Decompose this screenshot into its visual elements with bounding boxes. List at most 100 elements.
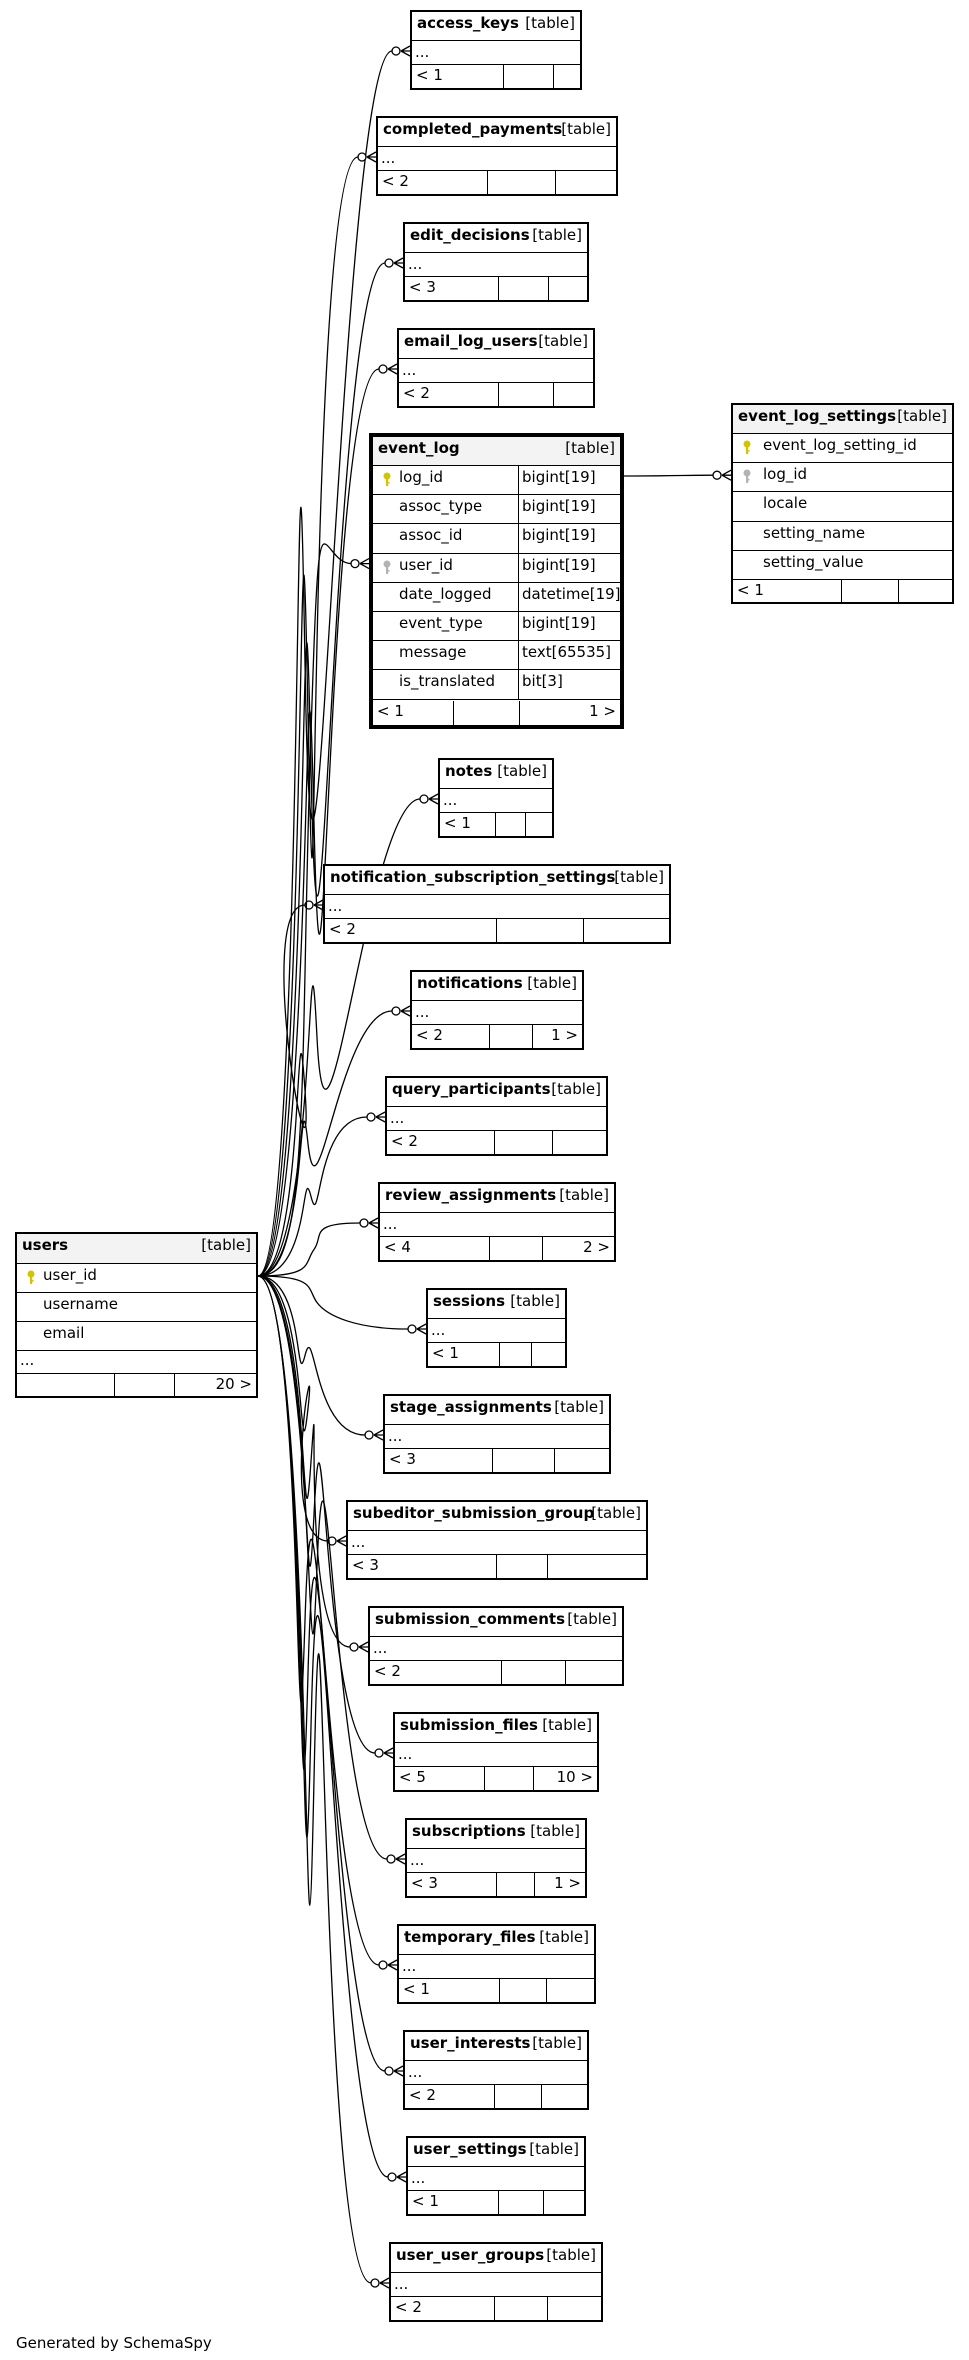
table-completed-payments[interactable]: completed_payments[table]...< 2 — [376, 116, 618, 196]
footer-divider — [553, 383, 554, 408]
more-columns-text: ... — [415, 43, 430, 61]
table-type-tag: [table] — [591, 1504, 641, 1522]
more-columns: ... — [405, 253, 587, 277]
column-name: user_id — [43, 1266, 97, 1284]
table-footer: < 2 1 > — [412, 1025, 582, 1050]
table-type-tag: [table] — [538, 332, 588, 350]
edge-users-to-access-keys — [257, 50, 393, 1277]
footer-divider — [554, 1449, 555, 1474]
table-access-keys[interactable]: access_keys[table]...< 1 — [410, 10, 582, 90]
footer-parent-count: < 2 — [416, 1026, 443, 1044]
column-datatype: bigint[19] — [522, 497, 596, 516]
crowfoot-notification-subscription-settings — [304, 899, 324, 911]
table-temporary-files[interactable]: temporary_files[table]...< 1 — [397, 1924, 596, 2004]
table-name: query_participants — [392, 1080, 551, 1098]
column-divider — [518, 524, 519, 553]
table-user-settings[interactable]: user_settings[table]...< 1 — [406, 2136, 586, 2216]
crowfoot-subscriptions — [386, 1853, 406, 1865]
column-datatype: text[65535] — [522, 643, 612, 662]
table-notifications[interactable]: notifications[table]... < 2 1 > — [410, 970, 584, 1050]
column-divider — [518, 495, 519, 524]
footer-divider — [496, 919, 497, 944]
more-columns-text: ... — [415, 1003, 430, 1021]
table-edit-decisions[interactable]: edit_decisions[table]...< 3 — [403, 222, 589, 302]
table-header: submission_files[table] — [395, 1714, 597, 1743]
column-divider — [518, 670, 519, 699]
footer-parent-count: < 1 — [416, 66, 443, 84]
footer-divider — [552, 1131, 553, 1156]
footer-divider — [496, 1555, 497, 1580]
table-user-user-groups[interactable]: user_user_groups[table]...< 2 — [389, 2242, 603, 2322]
table-sessions[interactable]: sessions[table]...< 1 — [426, 1288, 567, 1368]
footer-divider — [489, 1237, 490, 1262]
table-name: notifications — [417, 974, 523, 992]
table-name: temporary_files — [404, 1928, 536, 1946]
more-columns-text: ... — [410, 1851, 425, 1869]
column-datatype: bigint[19] — [522, 526, 596, 545]
footer-divider — [494, 2297, 495, 2322]
more-columns-text: ... — [381, 149, 396, 167]
table-header: event_log[table] — [373, 437, 620, 466]
column-name: date_logged — [399, 584, 492, 603]
crowfoot-event-log-settings — [712, 469, 732, 481]
footer-parent-count: < 2 — [374, 1662, 401, 1680]
table-footer: < 1 — [733, 580, 952, 604]
table-type-tag: [table] — [529, 2140, 579, 2158]
column-divider — [518, 582, 519, 611]
column-name: is_translated — [399, 672, 496, 691]
table-footer: < 1 — [412, 65, 580, 90]
table-submission-comments[interactable]: submission_comments[table]...< 2 — [368, 1606, 624, 1686]
footer-divider — [498, 2191, 499, 2216]
more-columns-text: ... — [388, 1427, 403, 1445]
column-name: log_id — [399, 468, 444, 486]
table-name: subscriptions — [412, 1822, 526, 1840]
primary-key-icon — [27, 1270, 35, 1284]
table-header: subeditor_submission_group[table] — [348, 1502, 646, 1531]
table-footer: < 2 — [391, 2297, 601, 2322]
column-row-user-id: user_id — [17, 1264, 256, 1293]
table-email-log-users[interactable]: email_log_users[table]...< 2 — [397, 328, 595, 408]
table-notification-subscription-settings[interactable]: notification_subscription_settings[table… — [323, 864, 671, 944]
footer-divider — [548, 277, 549, 302]
footer-parent-count: < 2 — [409, 2086, 436, 2104]
more-columns: ... — [399, 359, 593, 383]
footer-divider — [542, 1237, 543, 1262]
more-columns-text: ... — [411, 2169, 426, 2187]
crowfoot-user-settings — [387, 2171, 407, 2183]
table-notes[interactable]: notes[table]...< 1 — [438, 758, 554, 838]
table-name: event_log — [378, 439, 460, 457]
more-columns-text: ... — [394, 2275, 409, 2293]
table-type-tag: [table] — [527, 974, 577, 992]
more-columns: ... — [399, 1955, 594, 1979]
table-event-log-settings[interactable]: event_log_settings[table]event_log_setti… — [731, 403, 954, 604]
table-name: notes — [445, 762, 493, 780]
table-type-tag: [table] — [510, 1292, 560, 1310]
table-stage-assignments[interactable]: stage_assignments[table]...< 3 — [383, 1394, 611, 1474]
table-type-tag: [table] — [561, 120, 611, 138]
foreign-key-icon — [383, 560, 391, 574]
footer-parent-count: < 1 — [444, 814, 471, 832]
table-name: access_keys — [417, 14, 519, 32]
table-footer: < 1 — [408, 2191, 584, 2216]
table-type-tag: [table] — [530, 1822, 580, 1840]
column-name: event_log_setting_id — [763, 436, 917, 454]
edge-event-log-to-event-log-settings — [623, 474, 714, 477]
column-name: user_id — [399, 555, 453, 574]
more-columns: ... — [428, 1319, 565, 1343]
footer-divider — [499, 1979, 500, 2004]
crowfoot-access-keys — [391, 45, 411, 57]
table-subeditor-submission-group[interactable]: subeditor_submission_group[table]...< 3 — [346, 1500, 648, 1580]
footer-parent-count: < 1 — [403, 1980, 430, 1998]
table-type-tag: [table] — [546, 2246, 596, 2264]
footer-child-count: 1 > — [551, 1026, 578, 1044]
column-name: assoc_id — [399, 526, 463, 545]
table-user-interests[interactable]: user_interests[table]...< 2 — [403, 2030, 589, 2110]
crowfoot-edit-decisions — [384, 257, 404, 269]
table-query-participants[interactable]: query_participants[table]...< 2 — [385, 1076, 608, 1156]
